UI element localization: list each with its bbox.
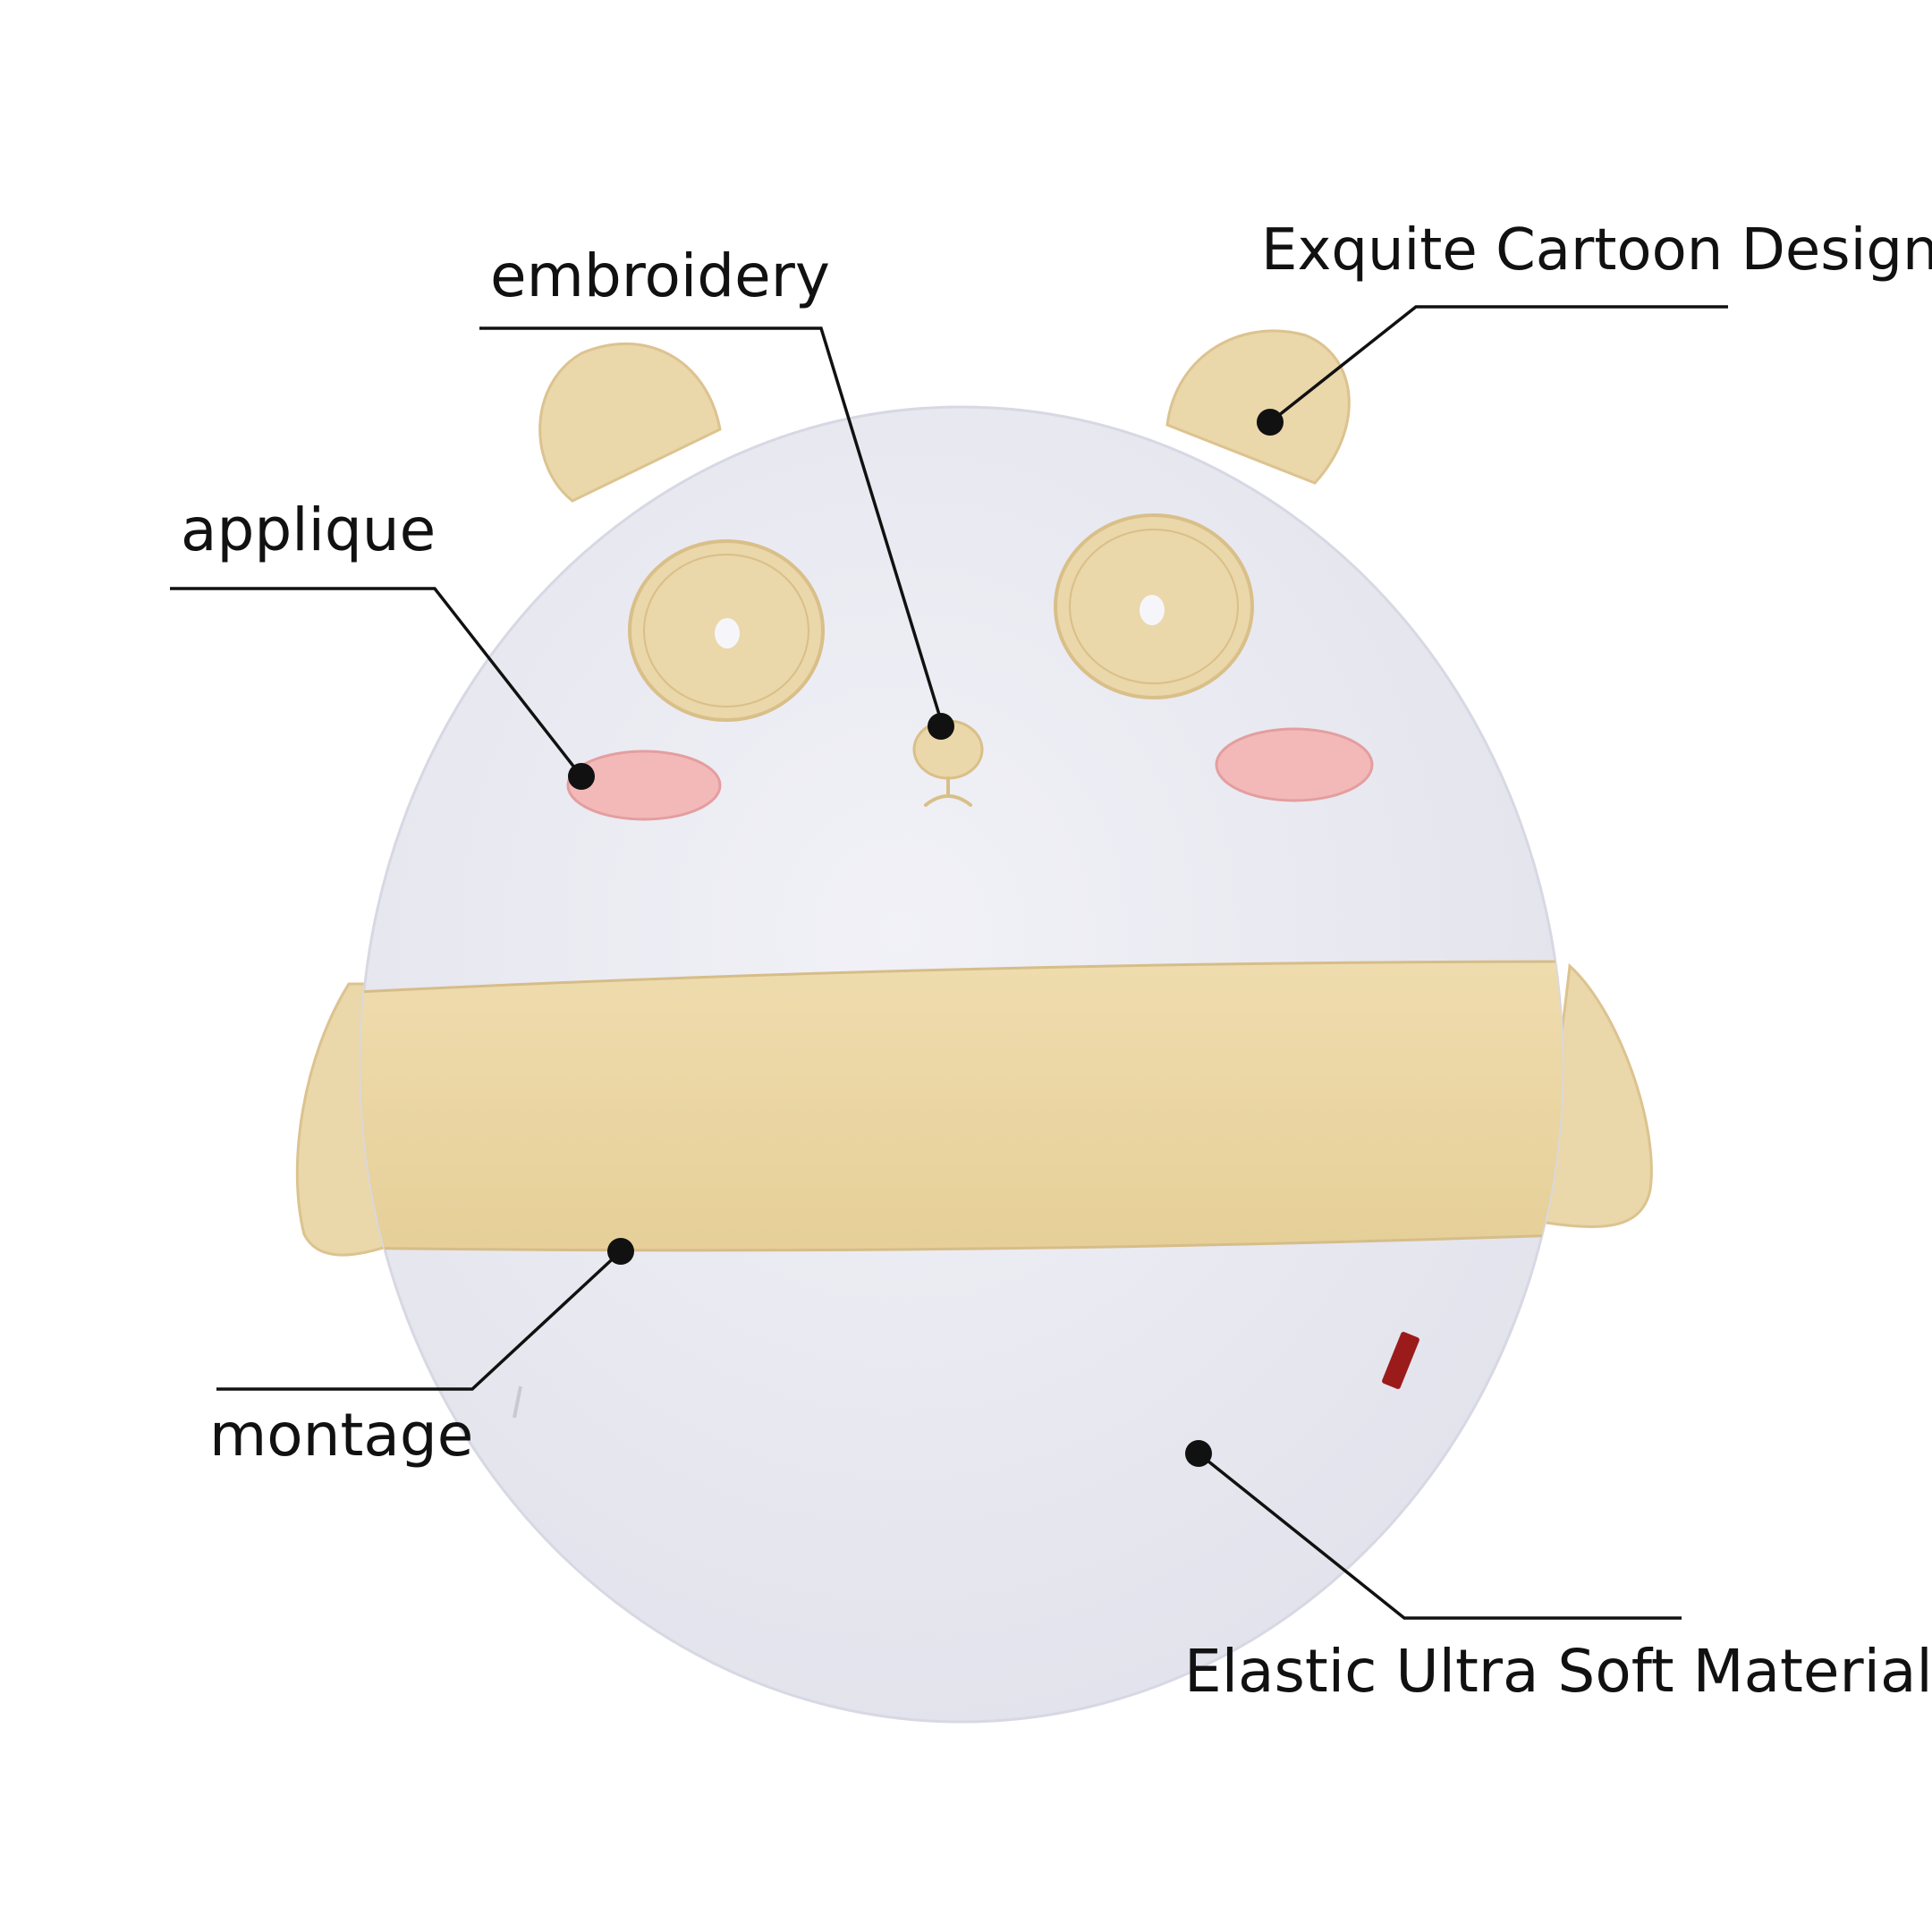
- callout-lines: [170, 305, 1728, 1620]
- left-ear: [538, 342, 722, 503]
- left-cheek: [566, 750, 722, 821]
- design-dot: [1257, 409, 1284, 436]
- right-cheek: [1215, 727, 1374, 802]
- montage-label: montage: [209, 1401, 474, 1470]
- zipper-pull: [513, 1385, 522, 1419]
- right-eye-patch: [1054, 513, 1254, 699]
- applique-dot: [568, 763, 595, 790]
- right-ear: [1165, 329, 1351, 485]
- montage-dot: [607, 1238, 634, 1265]
- material-dot: [1185, 1440, 1212, 1467]
- left-eye-patch: [628, 539, 825, 722]
- material-label: Elastic Ultra Soft Material: [1184, 1637, 1932, 1706]
- brand-tag: [1382, 1332, 1419, 1389]
- belly-band: [360, 960, 1563, 1252]
- design-label: Exquite Cartoon Design: [1261, 217, 1932, 284]
- callout-dots: [568, 409, 1284, 1467]
- applique-leader: [170, 587, 583, 778]
- design-leader: [1268, 305, 1728, 424]
- applique-label: applique: [181, 496, 436, 564]
- embroidery-dot: [928, 713, 954, 740]
- material-leader: [1197, 1452, 1682, 1620]
- embroidery-leader: [479, 326, 945, 727]
- montage-leader: [216, 1250, 623, 1391]
- embroidery-label: embroidery: [490, 242, 830, 310]
